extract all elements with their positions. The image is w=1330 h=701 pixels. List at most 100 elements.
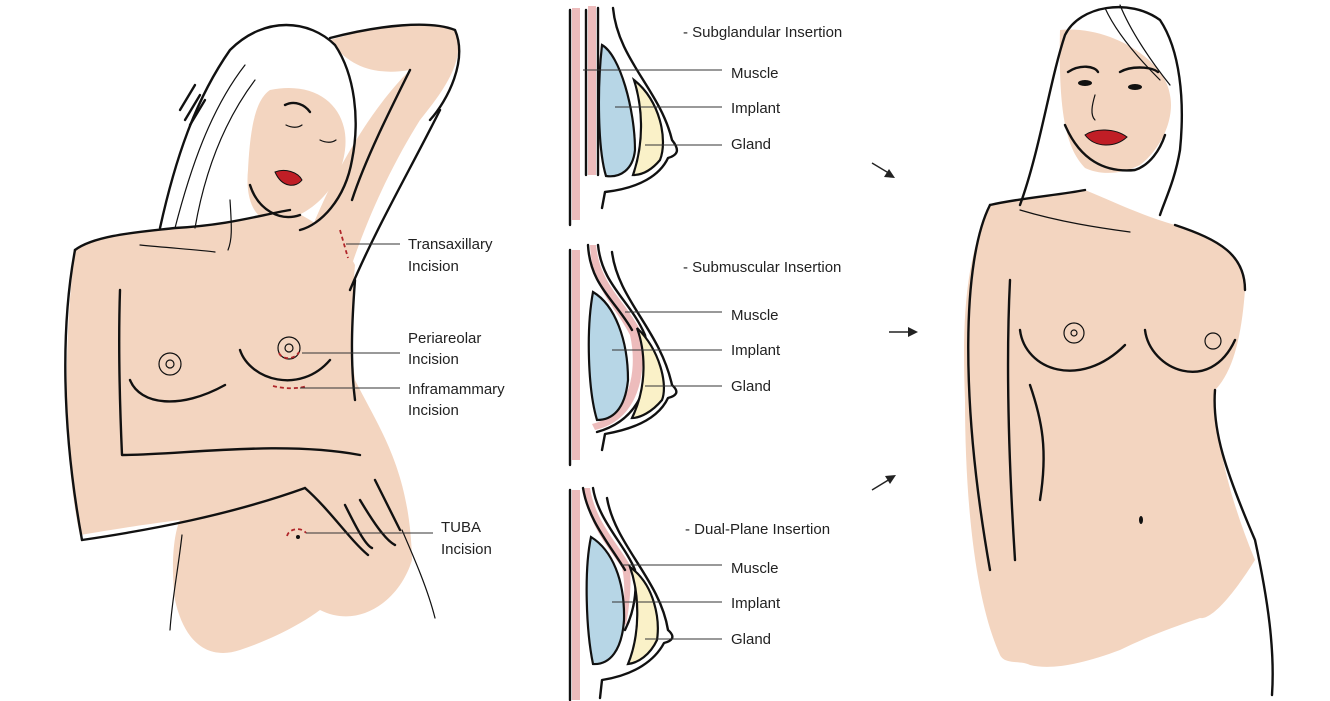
label-tuba-line1: TUBA: [441, 519, 481, 536]
muscle-layer: [572, 8, 580, 220]
right-figure-eye-right: [1128, 84, 1142, 90]
skin-outline: [600, 6, 679, 210]
right-figure-breast-left: [1018, 328, 1127, 372]
arrows: [871, 162, 918, 491]
inframammary-incision-mark: [272, 385, 308, 390]
skin-outline: [598, 496, 674, 700]
right-figure-shoulder-left: [988, 188, 1087, 207]
right-figure-eye-left: [1078, 80, 1092, 86]
right-figure-jaw: [1063, 123, 1167, 172]
right-figure-left-arm: [967, 203, 992, 572]
cross-section-submuscular: - Submuscular Insertion Muscle Implant G…: [568, 243, 841, 467]
left-figure-breast-right: [238, 348, 332, 382]
periareolar-incision-mark: [278, 351, 300, 360]
left-figure-navel: [296, 535, 300, 539]
muscle-layer: [572, 250, 580, 460]
label-periareolar-line1: Periareolar: [408, 330, 481, 347]
right-figure-body: [964, 190, 1255, 667]
right-figure-navel: [1139, 516, 1143, 524]
right-figure-areola-left: [1063, 322, 1085, 344]
transaxillary-incision-mark: [339, 229, 349, 259]
gland-shape: [630, 327, 666, 420]
label-inframammary-line1: Inframammary: [408, 381, 505, 398]
left-figure-eye-closed: [285, 124, 303, 128]
left-figure-side: [350, 278, 357, 402]
left-figure-shoulder: [73, 208, 292, 252]
right-figure-waist-right: [1213, 388, 1274, 697]
label-transaxillary-line1: Transaxillary: [408, 236, 493, 253]
right-figure-collarbone: [1019, 209, 1131, 233]
left-figure-lips: [274, 169, 303, 186]
left-figure-eye-closed: [319, 139, 337, 143]
right-figure-lips: [1084, 129, 1128, 146]
left-figure-lower-arm: [117, 288, 362, 457]
left-figure-waist-line: [169, 534, 183, 631]
right-figure-hair: [1018, 5, 1183, 217]
left-figure-arm-outline: [328, 23, 461, 122]
label-gland: Gland: [731, 136, 771, 153]
label-transaxillary-line2: Incision: [408, 258, 459, 275]
label-tuba-line2: Incision: [441, 541, 492, 558]
section-title: - Dual-Plane Insertion: [685, 521, 830, 538]
left-figure-nipple-right: [284, 343, 294, 353]
right-figure-hair-strand: [1119, 4, 1171, 86]
label-muscle: Muscle: [731, 307, 779, 324]
left-figure-jaw: [248, 183, 302, 219]
left-figure-hair-strand: [174, 64, 246, 229]
left-figure-arm-outer: [348, 108, 442, 292]
left-figure-breast-left: [128, 378, 227, 403]
label-inframammary-line2: Incision: [408, 402, 459, 419]
left-figure-collarbone: [139, 244, 216, 253]
right-figure-face: [1059, 29, 1171, 173]
left-figure-nipple-left: [165, 359, 175, 369]
left-figure: Transaxillary Incision Periareolar Incis…: [64, 23, 505, 653]
label-implant: Implant: [731, 595, 781, 612]
section-title: - Submuscular Insertion: [683, 259, 841, 276]
tuba-incision-mark: [286, 528, 307, 537]
label-gland: Gland: [731, 378, 771, 395]
label-muscle: Muscle: [731, 65, 779, 82]
left-figure-forearm: [80, 486, 307, 542]
arrow-down-right-icon: [871, 162, 895, 178]
right-figure-shoulder-right: [1173, 223, 1247, 292]
right-figure: [964, 4, 1274, 697]
left-figure-face: [247, 88, 346, 223]
right-figure-inner-arm: [1006, 278, 1017, 562]
left-figure-hair-strand: [194, 79, 256, 229]
skin-outline: [600, 250, 678, 452]
right-figure-hair-strand: [1104, 7, 1161, 81]
right-figure-waist-left: [1028, 383, 1045, 502]
left-figure-hair: [158, 23, 357, 232]
left-figure-arm-inner: [350, 68, 412, 202]
implant-shape: [597, 43, 637, 178]
gland-shape: [631, 76, 664, 177]
implant-shape: [587, 290, 630, 422]
left-figure-raised-arm: [300, 24, 459, 270]
left-figure-areola-right: [277, 336, 301, 360]
left-figure-torso: [66, 210, 413, 653]
left-figure-hair-clip: [178, 83, 207, 127]
left-figure-areola-left: [158, 352, 182, 376]
right-figure-brows: [1066, 65, 1160, 74]
arrow-up-right-icon: [871, 475, 896, 491]
right-figure-areola-right: [1204, 332, 1222, 350]
gland-shape: [626, 564, 659, 666]
label-muscle: Muscle: [731, 560, 779, 577]
label-periareolar-line2: Incision: [408, 351, 459, 368]
muscle-layer: [588, 6, 596, 175]
label-implant: Implant: [731, 100, 781, 117]
arrow-right-icon: [889, 327, 918, 337]
right-figure-breast-right: [1143, 328, 1237, 373]
left-figure-hip-line: [401, 529, 436, 619]
cross-section-subglandular: - Subglandular Insertion Muscle Implant …: [568, 6, 842, 227]
cross-section-dual-plane: - Dual-Plane Insertion Muscle Implant Gl…: [568, 486, 830, 701]
right-figure-nose: [1091, 94, 1096, 121]
left-figure-back-arm: [64, 248, 84, 542]
right-figure-nipple-left: [1070, 329, 1078, 337]
left-figure-brow: [283, 101, 312, 114]
section-title: - Subglandular Insertion: [683, 24, 842, 41]
implant-shape: [585, 535, 626, 666]
label-gland: Gland: [731, 631, 771, 648]
muscle-layer: [572, 490, 580, 700]
